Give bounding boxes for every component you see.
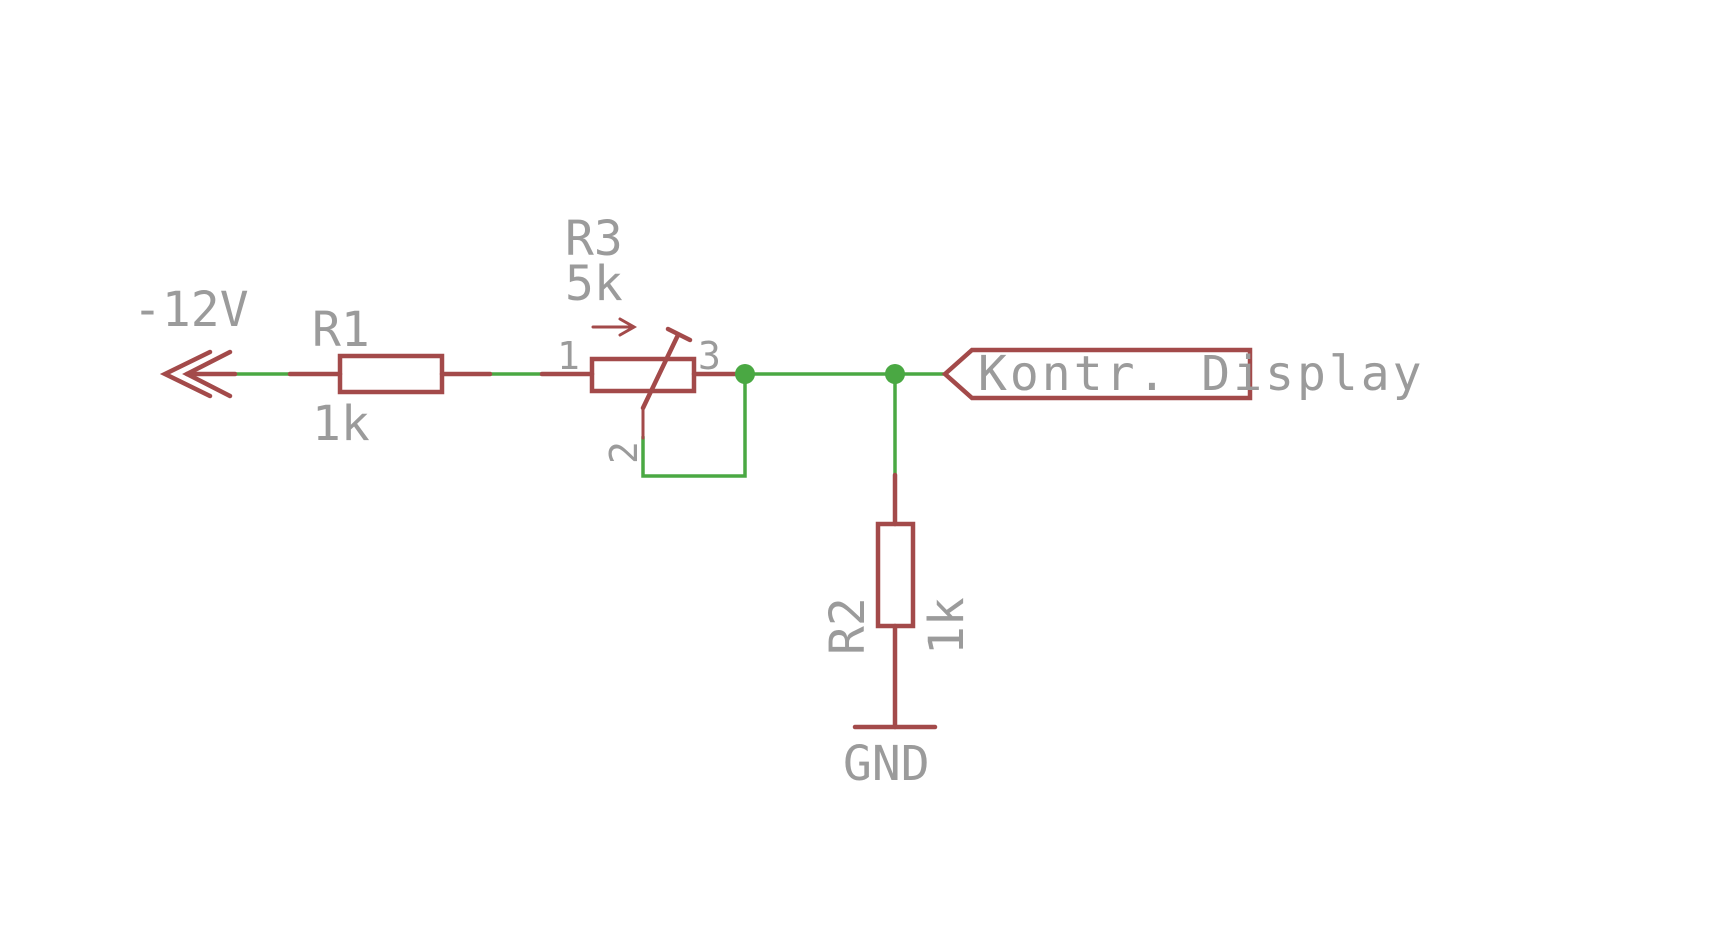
r3-wiper-tick	[665, 326, 693, 343]
resistor-r2: R2 1k	[820, 472, 975, 730]
supply-symbol: -12V	[133, 282, 249, 399]
r3-pin1-label: 1	[557, 334, 580, 378]
trimmer-arrow-icon	[591, 317, 638, 337]
r3-value: 5k	[565, 256, 623, 312]
ground-label: GND	[843, 736, 930, 792]
wire-wiper-loop	[641, 372, 747, 478]
net-label-flag	[941, 347, 1253, 401]
r2-name: R2	[820, 597, 876, 655]
r3-pin3-label: 3	[698, 334, 721, 378]
r3-name: R3	[565, 211, 623, 267]
net-label-text: Kontr. Display	[978, 346, 1425, 402]
net-label: Kontr. Display	[941, 346, 1425, 402]
ground-symbol: GND	[843, 724, 938, 792]
r3-pin2-label: 2	[602, 441, 646, 464]
r2-body	[875, 521, 916, 629]
supply-chevron-outer-icon	[159, 349, 213, 399]
r1-name: R1	[312, 302, 370, 358]
trimmer-r3: R3 5k 1 3 2	[539, 211, 748, 464]
resistor-r1: R1 1k	[287, 302, 493, 452]
r3-wiper-line	[640, 332, 681, 411]
junction-r3-wiper	[735, 364, 755, 384]
r2-value: 1k	[919, 597, 975, 655]
r1-body	[337, 353, 445, 395]
r3-body	[589, 356, 697, 394]
supply-label: -12V	[133, 282, 249, 338]
junction-r2-tap	[885, 364, 905, 384]
r1-value: 1k	[312, 396, 370, 452]
